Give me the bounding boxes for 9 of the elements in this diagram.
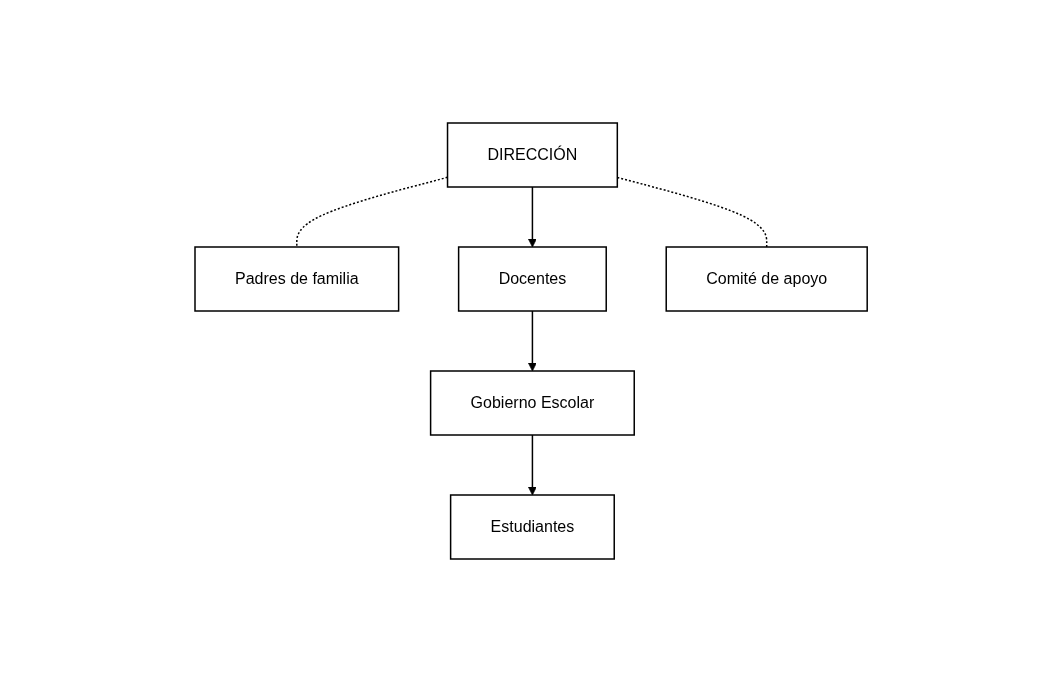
arrow xyxy=(528,433,538,495)
arrow xyxy=(528,185,538,247)
node-box: DIRECCIÓN xyxy=(447,121,619,188)
node-box: Docentes xyxy=(458,245,608,312)
node-box: Comité de apoyo xyxy=(665,245,869,312)
node-box: Estudiantes xyxy=(450,493,616,560)
node-box: Gobierno Escolar xyxy=(430,369,636,436)
node-box: Padres de familia xyxy=(194,245,400,312)
arrow xyxy=(528,309,538,371)
